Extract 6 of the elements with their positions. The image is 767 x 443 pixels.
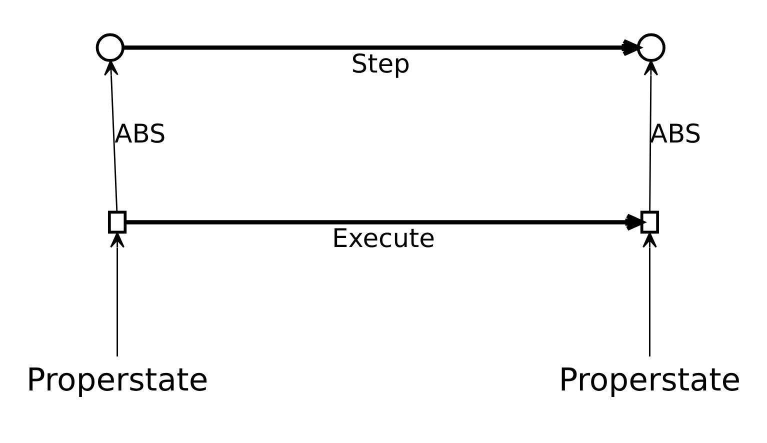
edge-label: ABS — [114, 120, 166, 150]
edge-label: ABS — [650, 120, 702, 150]
edge-label: Step — [351, 50, 410, 80]
node-text: Properstate — [558, 362, 741, 399]
node-text: Properstate — [26, 362, 208, 399]
edge-label: Execute — [332, 224, 435, 254]
